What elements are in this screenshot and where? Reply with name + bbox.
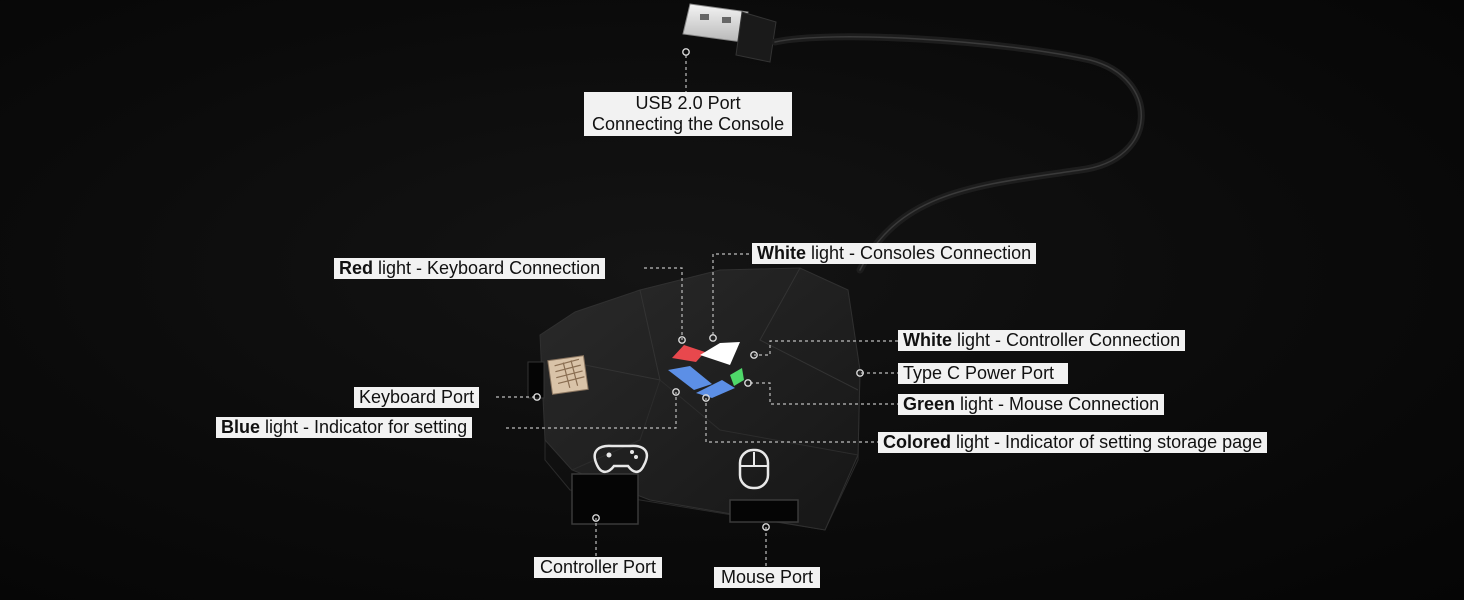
keyboard-icon <box>547 355 589 395</box>
callout-green-light: Green light - Mouse Connection <box>898 394 1165 415</box>
callout-usb-port: USB 2.0 Port Connecting the Console <box>584 92 793 136</box>
device-body <box>527 267 861 531</box>
usb-plug-icon <box>682 3 1145 274</box>
light-indicator <box>668 342 744 398</box>
callout-type-c-port: Type C Power Port <box>898 363 1069 384</box>
callout-mouse-port: Mouse Port <box>714 567 821 588</box>
callout-white-light-console: White light - Consoles Connection <box>752 243 1037 264</box>
gamepad-icon <box>593 444 649 474</box>
callout-red-light: Red light - Keyboard Connection <box>334 258 606 279</box>
callout-colored-light: Colored light - Indicator of setting sto… <box>878 432 1268 453</box>
leader-lines <box>496 55 900 566</box>
callout-white-light-controller: White light - Controller Connection <box>898 330 1186 351</box>
callout-blue-light: Blue light - Indicator for setting <box>216 417 473 438</box>
mouse-icon <box>738 448 770 490</box>
leader-markers <box>533 48 864 531</box>
callout-keyboard-port: Keyboard Port <box>354 387 480 408</box>
callout-controller-port: Controller Port <box>534 557 663 578</box>
